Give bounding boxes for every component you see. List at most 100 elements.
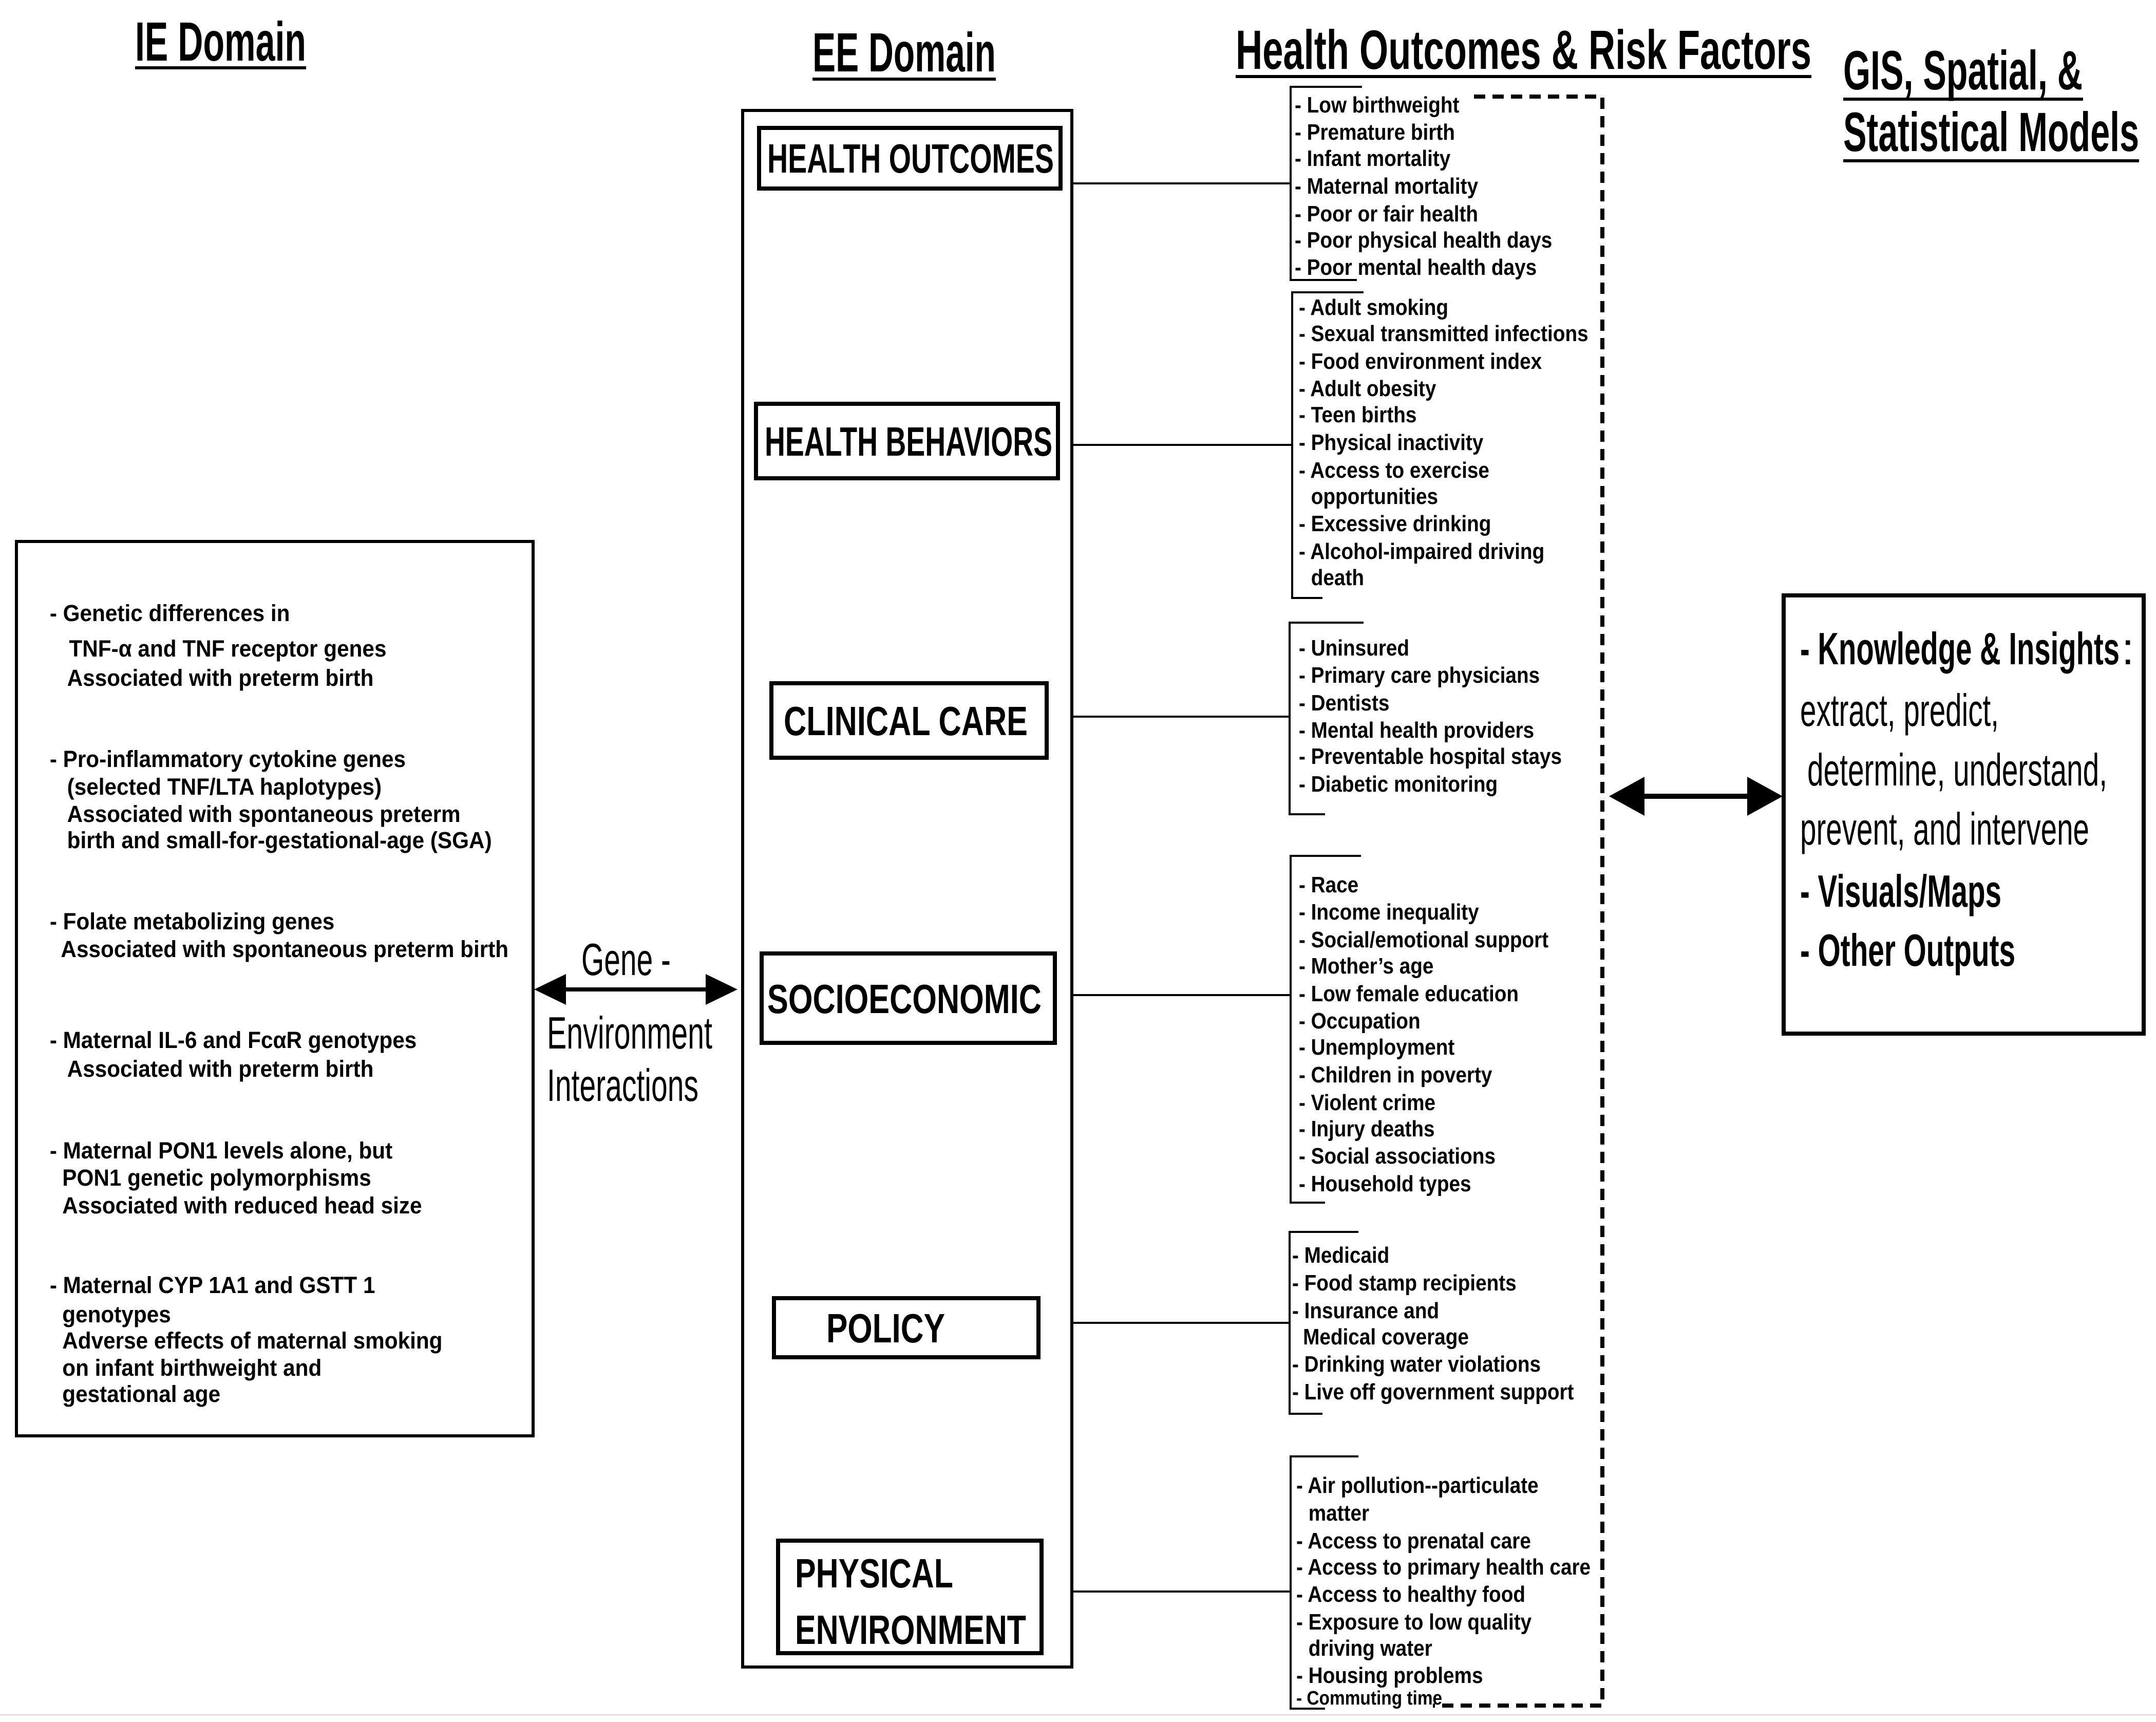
arrow-head-left bbox=[1609, 777, 1644, 816]
ie-domain-line: Associated with reduced head size bbox=[62, 1193, 422, 1219]
arrow-head-right bbox=[1747, 777, 1783, 816]
risk-factor-item: - Low female education bbox=[1299, 981, 1519, 1006]
ie-domain-line: on infant birthweight and bbox=[62, 1355, 321, 1381]
risk-factor-item: - Poor or fair health bbox=[1295, 201, 1478, 227]
risk-factor-item: - Poor physical health days bbox=[1295, 227, 1552, 253]
risk-factor-item: - Commuting time bbox=[1296, 1687, 1442, 1709]
risk-factor-item: - Sexual transmitted infections bbox=[1299, 321, 1588, 346]
risk-factor-item: - Social associations bbox=[1299, 1143, 1496, 1169]
visuals-maps-label: - Visuals/Maps bbox=[1800, 866, 2001, 916]
health-outcomes-risk-factors-header: Health Outcomes & Risk Factors bbox=[1236, 18, 1811, 81]
list-health-outcomes: - Low birthweight - Premature birth - In… bbox=[1295, 92, 1552, 280]
ee-domain-header: EE Domain bbox=[812, 21, 996, 83]
list-clinical-care: - Uninsured - Primary care physicians - … bbox=[1299, 635, 1562, 797]
clinical-care-box bbox=[769, 681, 1049, 760]
risk-factor-item: - Physical inactivity bbox=[1299, 429, 1483, 455]
ie-domain-line: gestational age bbox=[62, 1381, 220, 1407]
health-outcomes-box bbox=[757, 126, 1063, 191]
gis-header-line1: GIS, Spatial, & bbox=[1843, 39, 2083, 101]
health-behaviors-label: HEALTH BEHAVIORS bbox=[765, 419, 1052, 464]
risk-factor-item: - Food stamp recipients bbox=[1292, 1270, 1517, 1296]
physical-environment-box bbox=[776, 1539, 1044, 1655]
risk-factor-item: - Air pollution--particulate bbox=[1296, 1472, 1539, 1498]
knowledge-insights-label: - Knowledge & Insights bbox=[1800, 623, 2120, 674]
ie-domain-line: PON1 genetic polymorphisms bbox=[62, 1165, 371, 1191]
risk-factor-item: - Access to prenatal care bbox=[1296, 1528, 1531, 1553]
socioeconomic-box bbox=[760, 951, 1057, 1045]
ie-domain-line: - Folate metabolizing genes bbox=[50, 909, 334, 934]
risk-factor-item: - Alcohol-impaired driving bbox=[1299, 538, 1544, 564]
risk-factor-item: - Teen births bbox=[1299, 402, 1416, 427]
risk-factor-item: - Access to healthy food bbox=[1296, 1581, 1525, 1607]
gene-environment-arrow bbox=[534, 974, 737, 1005]
gis-header-line2: Statistical Models bbox=[1843, 101, 2139, 163]
ie-domain-line: - Genetic differences in bbox=[50, 601, 290, 626]
gis-outputs-box bbox=[1782, 593, 2146, 1036]
risk-factor-item: - Diabetic monitoring bbox=[1299, 771, 1498, 797]
risk-factor-item: - Medicaid bbox=[1292, 1242, 1389, 1268]
ie-domain-line: Associated with spontaneous preterm birt… bbox=[61, 937, 508, 962]
risk-factor-item: - Live off government support bbox=[1292, 1379, 1574, 1405]
list-brackets bbox=[1289, 86, 1364, 1710]
policy-label: POLICY bbox=[826, 1305, 945, 1351]
ee-domain-box bbox=[741, 109, 1073, 1669]
other-outputs-label: - Other Outputs bbox=[1800, 925, 2015, 976]
ie-domain-line: Associated with spontaneous preterm bbox=[67, 801, 461, 827]
ie-domain-line: Associated with preterm birth bbox=[67, 1056, 374, 1082]
risk-factor-item: - Unemployment bbox=[1299, 1034, 1454, 1060]
column-headers: IE Domain EE Domain Health Outcomes & Ri… bbox=[135, 10, 2139, 163]
bracket-health-outcomes bbox=[1290, 86, 1362, 281]
risk-factor-item: - Access to primary health care bbox=[1296, 1554, 1591, 1580]
risk-factor-item: - Mother’s age bbox=[1299, 953, 1433, 979]
risk-factor-item-continuation: death bbox=[1311, 565, 1364, 590]
risk-factor-item: - Injury deaths bbox=[1299, 1116, 1435, 1141]
risk-factors-dashed-border bbox=[1433, 95, 1604, 1708]
risk-factors-gis-arrow bbox=[1609, 777, 1783, 816]
bracket-policy bbox=[1289, 1231, 1358, 1415]
ie-domain-line: - Maternal PON1 levels alone, but bbox=[50, 1138, 392, 1164]
risk-factor-item: - Low birthweight bbox=[1295, 92, 1460, 118]
ie-domain-text: - Genetic differences in TNF-α and TNF r… bbox=[50, 601, 508, 1407]
ie-domain-line: - Maternal CYP 1A1 and GSTT 1 bbox=[50, 1272, 375, 1298]
risk-factor-item: - Dentists bbox=[1299, 690, 1389, 716]
risk-factor-item: - Race bbox=[1299, 872, 1358, 897]
knowledge-insights-line: prevent, and intervene bbox=[1800, 803, 2089, 854]
risk-factor-item: - Premature birth bbox=[1295, 119, 1455, 145]
list-physical-environment: - Air pollution--particulate matter - Ac… bbox=[1296, 1472, 1591, 1709]
risk-factor-item: - Violent crime bbox=[1299, 1090, 1435, 1115]
risk-factor-item: - Food environment index bbox=[1299, 348, 1542, 374]
ie-domain-box bbox=[15, 540, 535, 1437]
ie-domain-line: - Pro-inflammatory cytokine genes bbox=[50, 746, 406, 772]
ie-domain-header: IE Domain bbox=[135, 10, 306, 72]
health-outcomes-label: HEALTH OUTCOMES bbox=[767, 136, 1054, 181]
ie-domain-line: - Maternal IL-6 and FcαR genotypes bbox=[50, 1027, 417, 1053]
risk-factor-item: - Household types bbox=[1299, 1171, 1471, 1196]
risk-factor-item: - Primary care physicians bbox=[1299, 662, 1540, 688]
risk-factor-item-continuation: opportunities bbox=[1311, 483, 1438, 509]
bracket-health-behaviors bbox=[1291, 291, 1364, 599]
policy-box bbox=[772, 1296, 1041, 1359]
risk-factor-item: - Adult obesity bbox=[1299, 376, 1436, 401]
physical-environment-label-line2: ENVIRONMENT bbox=[795, 1607, 1026, 1653]
gene-environment-label-line3: Interactions bbox=[547, 1060, 698, 1111]
risk-factor-item: - Drinking water violations bbox=[1292, 1351, 1541, 1377]
risk-factor-item: - Occupation bbox=[1299, 1008, 1421, 1034]
risk-factor-item-continuation: driving water bbox=[1309, 1635, 1432, 1661]
risk-factor-item: - Children in poverty bbox=[1299, 1062, 1492, 1088]
knowledge-insights-line: determine, understand, bbox=[1807, 744, 2107, 795]
risk-factor-item-continuation: Medical coverage bbox=[1303, 1324, 1469, 1350]
risk-factor-item: - Preventable hospital stays bbox=[1299, 743, 1562, 769]
gene-environment-label-line2: Environment bbox=[547, 1007, 712, 1058]
clinical-care-label: CLINICAL CARE bbox=[784, 698, 1028, 744]
risk-factor-item: - Social/emotional support bbox=[1299, 927, 1548, 952]
risk-factor-item: - Excessive drinking bbox=[1299, 511, 1491, 536]
arrow-head-left bbox=[534, 974, 566, 1005]
risk-factor-item: - Infant mortality bbox=[1295, 145, 1450, 171]
bracket-socioeconomic bbox=[1290, 855, 1361, 1204]
gene-environment-label-line1: Gene - bbox=[581, 934, 671, 985]
list-policy: - Medicaid - Food stamp recipients - Ins… bbox=[1292, 1242, 1574, 1405]
risk-factor-item: - Housing problems bbox=[1296, 1662, 1483, 1688]
list-health-behaviors: - Adult smoking - Sexual transmitted inf… bbox=[1299, 294, 1588, 590]
risk-factor-item: - Mental health providers bbox=[1299, 717, 1534, 743]
